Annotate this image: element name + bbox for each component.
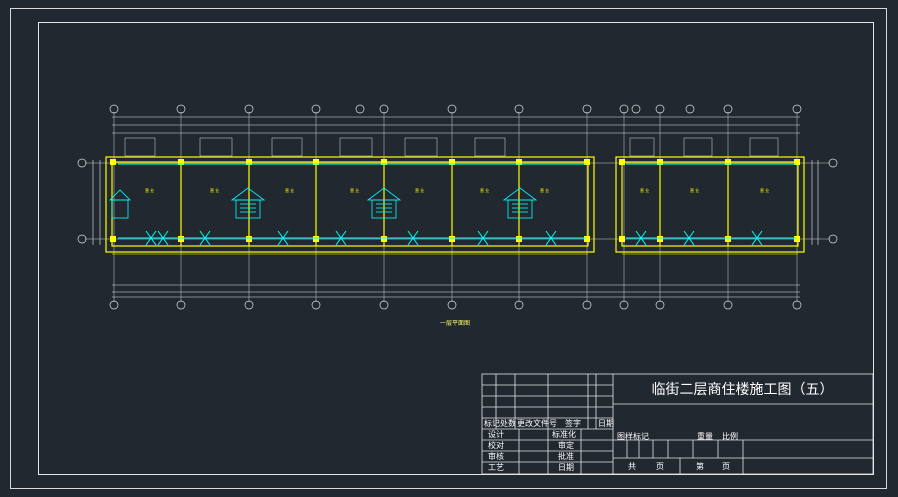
- svg-text:营 业: 营 业: [415, 187, 424, 193]
- tb-total-label: 共: [628, 462, 636, 471]
- top-dimension-lines: [92, 116, 819, 298]
- svg-text:营 业: 营 业: [285, 187, 294, 193]
- axis-bubbles: [77, 104, 838, 310]
- svg-text:营 业: 营 业: [480, 187, 489, 193]
- stairs: [109, 187, 538, 219]
- tb-check-label: 校对: [488, 441, 504, 450]
- drawing-title: 临街二层商住楼施工图（五）: [651, 382, 834, 398]
- tb-header-count: 处数: [500, 419, 516, 428]
- svg-text:营 业: 营 业: [350, 187, 359, 193]
- tb-sheet-label: 第: [696, 462, 704, 471]
- columns: [110, 159, 800, 242]
- tb-standard-label: 标准化: [552, 430, 576, 439]
- tb-header-change-doc: 更改文件号: [517, 419, 557, 428]
- tb-drawing-mark: 图样标记: [617, 432, 649, 441]
- tb-header-sign: 签字: [565, 419, 581, 428]
- svg-text:营 业: 营 业: [760, 187, 769, 193]
- tb-process-label: 工艺: [488, 463, 504, 472]
- tb-ratify-label: 批准: [558, 452, 574, 461]
- svg-text:营 业: 营 业: [145, 187, 154, 193]
- tb-header-date: 日期: [598, 419, 614, 428]
- svg-text:营 业: 营 业: [690, 187, 699, 193]
- tb-design-label: 设计: [488, 430, 504, 439]
- axis-grid: [85, 112, 830, 302]
- svg-text:营 业: 营 业: [210, 187, 219, 193]
- svg-text:营 业: 营 业: [640, 187, 649, 193]
- room-tags: 营 业营 业营 业 营 业营 业营 业 营 业营 业营 业 营 业: [145, 187, 769, 193]
- drawing-border: [38, 22, 874, 475]
- plan-caption: 一层平面图: [440, 320, 471, 327]
- svg-text:营 业: 营 业: [540, 187, 549, 193]
- outer-frame: [10, 8, 887, 489]
- tb-page-label: 页: [656, 462, 664, 471]
- tb-approve-label: 审定: [558, 441, 574, 450]
- tb-page-label-2: 页: [722, 462, 730, 471]
- tb-weight: 重量: [697, 432, 713, 441]
- tb-header-mark: 标记: [484, 419, 500, 428]
- windows-doors: [118, 163, 796, 246]
- tb-date-label: 日期: [558, 463, 574, 472]
- tb-review-label: 审核: [488, 452, 504, 461]
- upper-details: [124, 137, 779, 157]
- tb-scale: 比例: [722, 432, 738, 441]
